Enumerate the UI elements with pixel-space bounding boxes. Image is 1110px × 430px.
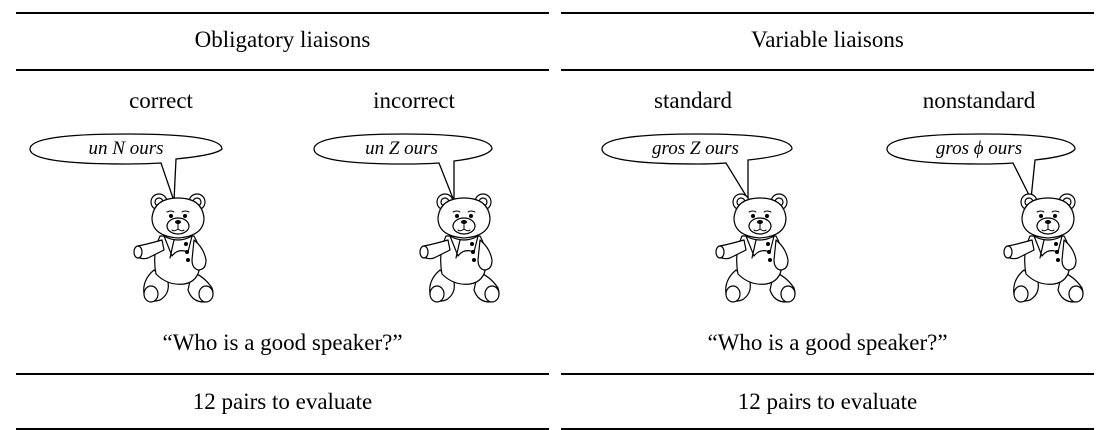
speech-bubble-icon [601,133,793,202]
footer-text: 12 pairs to evaluate [192,389,373,414]
footer-text: 12 pairs to evaluate [737,389,918,414]
speech-text: un Z ours [365,138,438,159]
teddy-bear-icon [1003,190,1094,305]
panel-obligatory-liaisons: Obligatory liaisons correct incorrect un… [16,0,549,430]
column-label-nonstandard: nonstandard [922,88,1036,113]
panel-title: Variable liaisons [751,27,904,52]
teddy-bear-icon [133,190,224,305]
question-text: “Who is a good speaker?” [162,330,403,355]
footer-rule [16,373,549,375]
speech-bubble-nonstandard: gros ϕ ours [883,133,1083,213]
speech-text: gros Z ours [652,138,739,159]
bottom-rule [561,428,1094,430]
speech-bubble-icon [29,133,223,202]
teddy-bear-icon [715,190,806,305]
header-rule [16,69,549,71]
question-text: “Who is a good speaker?” [707,330,948,355]
panel-variable-liaisons: Variable liaisons standard nonstandard g… [561,0,1094,430]
speech-bubble-incorrect: un Z ours [309,133,509,213]
bottom-rule [16,428,549,430]
speech-bubble-icon [313,133,493,202]
speech-bubble-correct: un N ours [26,133,226,213]
speech-text: gros ϕ ours [935,138,1023,159]
top-rule [16,12,549,14]
top-rule [561,12,1094,14]
footer-rule [561,373,1094,375]
column-label-incorrect: incorrect [373,88,455,113]
column-label-standard: standard [654,88,732,113]
column-label-correct: correct [129,88,193,113]
teddy-bear-icon [419,190,510,305]
panel-title: Obligatory liaisons [194,27,371,52]
header-rule [561,69,1094,71]
speech-bubble-icon [886,133,1076,202]
speech-text: un N ours [88,138,164,159]
speech-bubble-standard: gros Z ours [598,133,798,213]
